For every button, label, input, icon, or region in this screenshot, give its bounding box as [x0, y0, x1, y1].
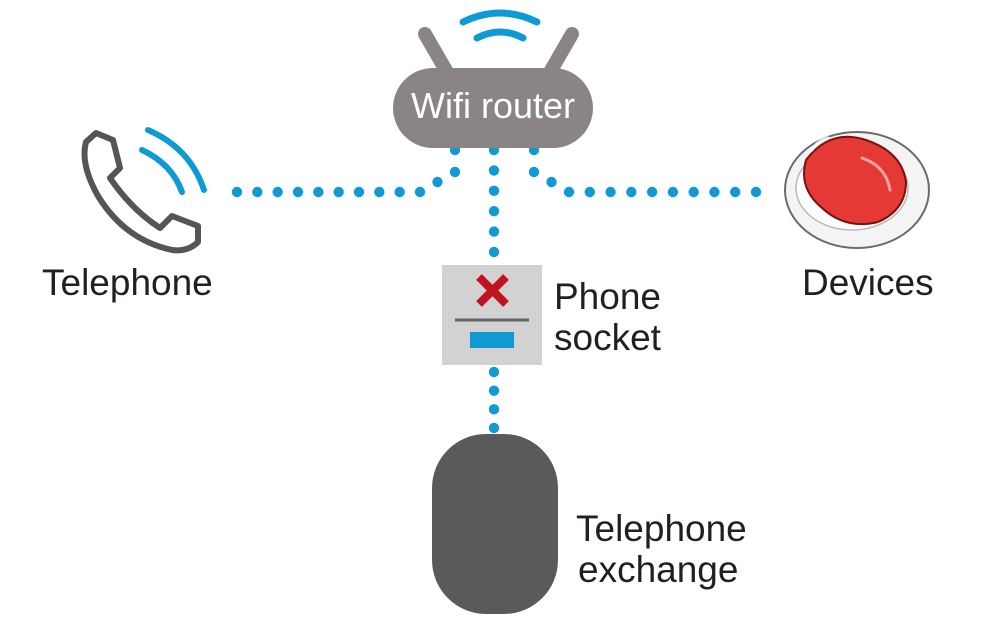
- link-dot: [394, 186, 405, 198]
- router-icon: [393, 9, 593, 148]
- link-dot: [353, 186, 365, 198]
- devices-label: Devices: [802, 262, 934, 303]
- link-dot: [449, 166, 461, 178]
- link-dot: [252, 186, 263, 198]
- wifi-waves-icon: [139, 127, 207, 195]
- link-dot: [313, 186, 324, 198]
- link-dot: [488, 366, 500, 378]
- socket-connector: [470, 332, 514, 348]
- socket-box: [442, 265, 542, 365]
- link-dot: [488, 226, 500, 237]
- link-dot: [626, 186, 637, 198]
- alarm-button-icon: [784, 131, 930, 249]
- exchange-icon: [432, 434, 558, 614]
- link-dot: [688, 186, 699, 198]
- link-dot: [730, 186, 741, 198]
- link-dot: [488, 206, 500, 217]
- socket-label-line2: socket: [554, 317, 661, 358]
- link-dot: [546, 176, 557, 188]
- telephone-icon: [81, 127, 207, 254]
- link-dot: [488, 246, 500, 258]
- link-dot: [563, 186, 575, 198]
- link-dot: [488, 165, 500, 176]
- device-red-button: [803, 135, 908, 226]
- link-dot: [646, 186, 658, 198]
- exchange-label-line2: exchange: [578, 549, 739, 590]
- link-dot: [374, 186, 385, 198]
- telephone-label: Telephone: [42, 262, 213, 303]
- link-dot: [667, 186, 679, 198]
- link-router-telephone: [231, 144, 461, 198]
- cross-icon: [476, 274, 509, 307]
- exchange-label-line1: Telephone: [576, 508, 747, 549]
- router-body: [393, 68, 593, 148]
- link-dot: [414, 186, 426, 198]
- wifi-waves-icon: [459, 9, 541, 42]
- link-dot: [488, 185, 500, 196]
- link-dot: [528, 166, 540, 178]
- link-dot: [750, 186, 762, 198]
- link-dot: [488, 422, 500, 434]
- link-dot: [709, 186, 720, 198]
- socket-label-line1: Phone: [554, 276, 661, 317]
- phone-socket-icon: [442, 265, 542, 365]
- link-router-devices: [528, 144, 762, 198]
- connection-links: [231, 144, 762, 434]
- link-dot: [333, 186, 344, 198]
- link-socket-exchange: [488, 366, 500, 434]
- link-dot: [292, 186, 304, 198]
- link-dot: [488, 385, 500, 396]
- link-router-socket: [488, 144, 500, 258]
- link-dot: [584, 186, 595, 198]
- link-dot: [605, 186, 616, 198]
- link-dot: [231, 186, 243, 198]
- link-dot: [488, 404, 500, 415]
- link-dot: [432, 176, 443, 188]
- router-label: Wifi router: [410, 85, 576, 126]
- link-dot: [272, 186, 283, 198]
